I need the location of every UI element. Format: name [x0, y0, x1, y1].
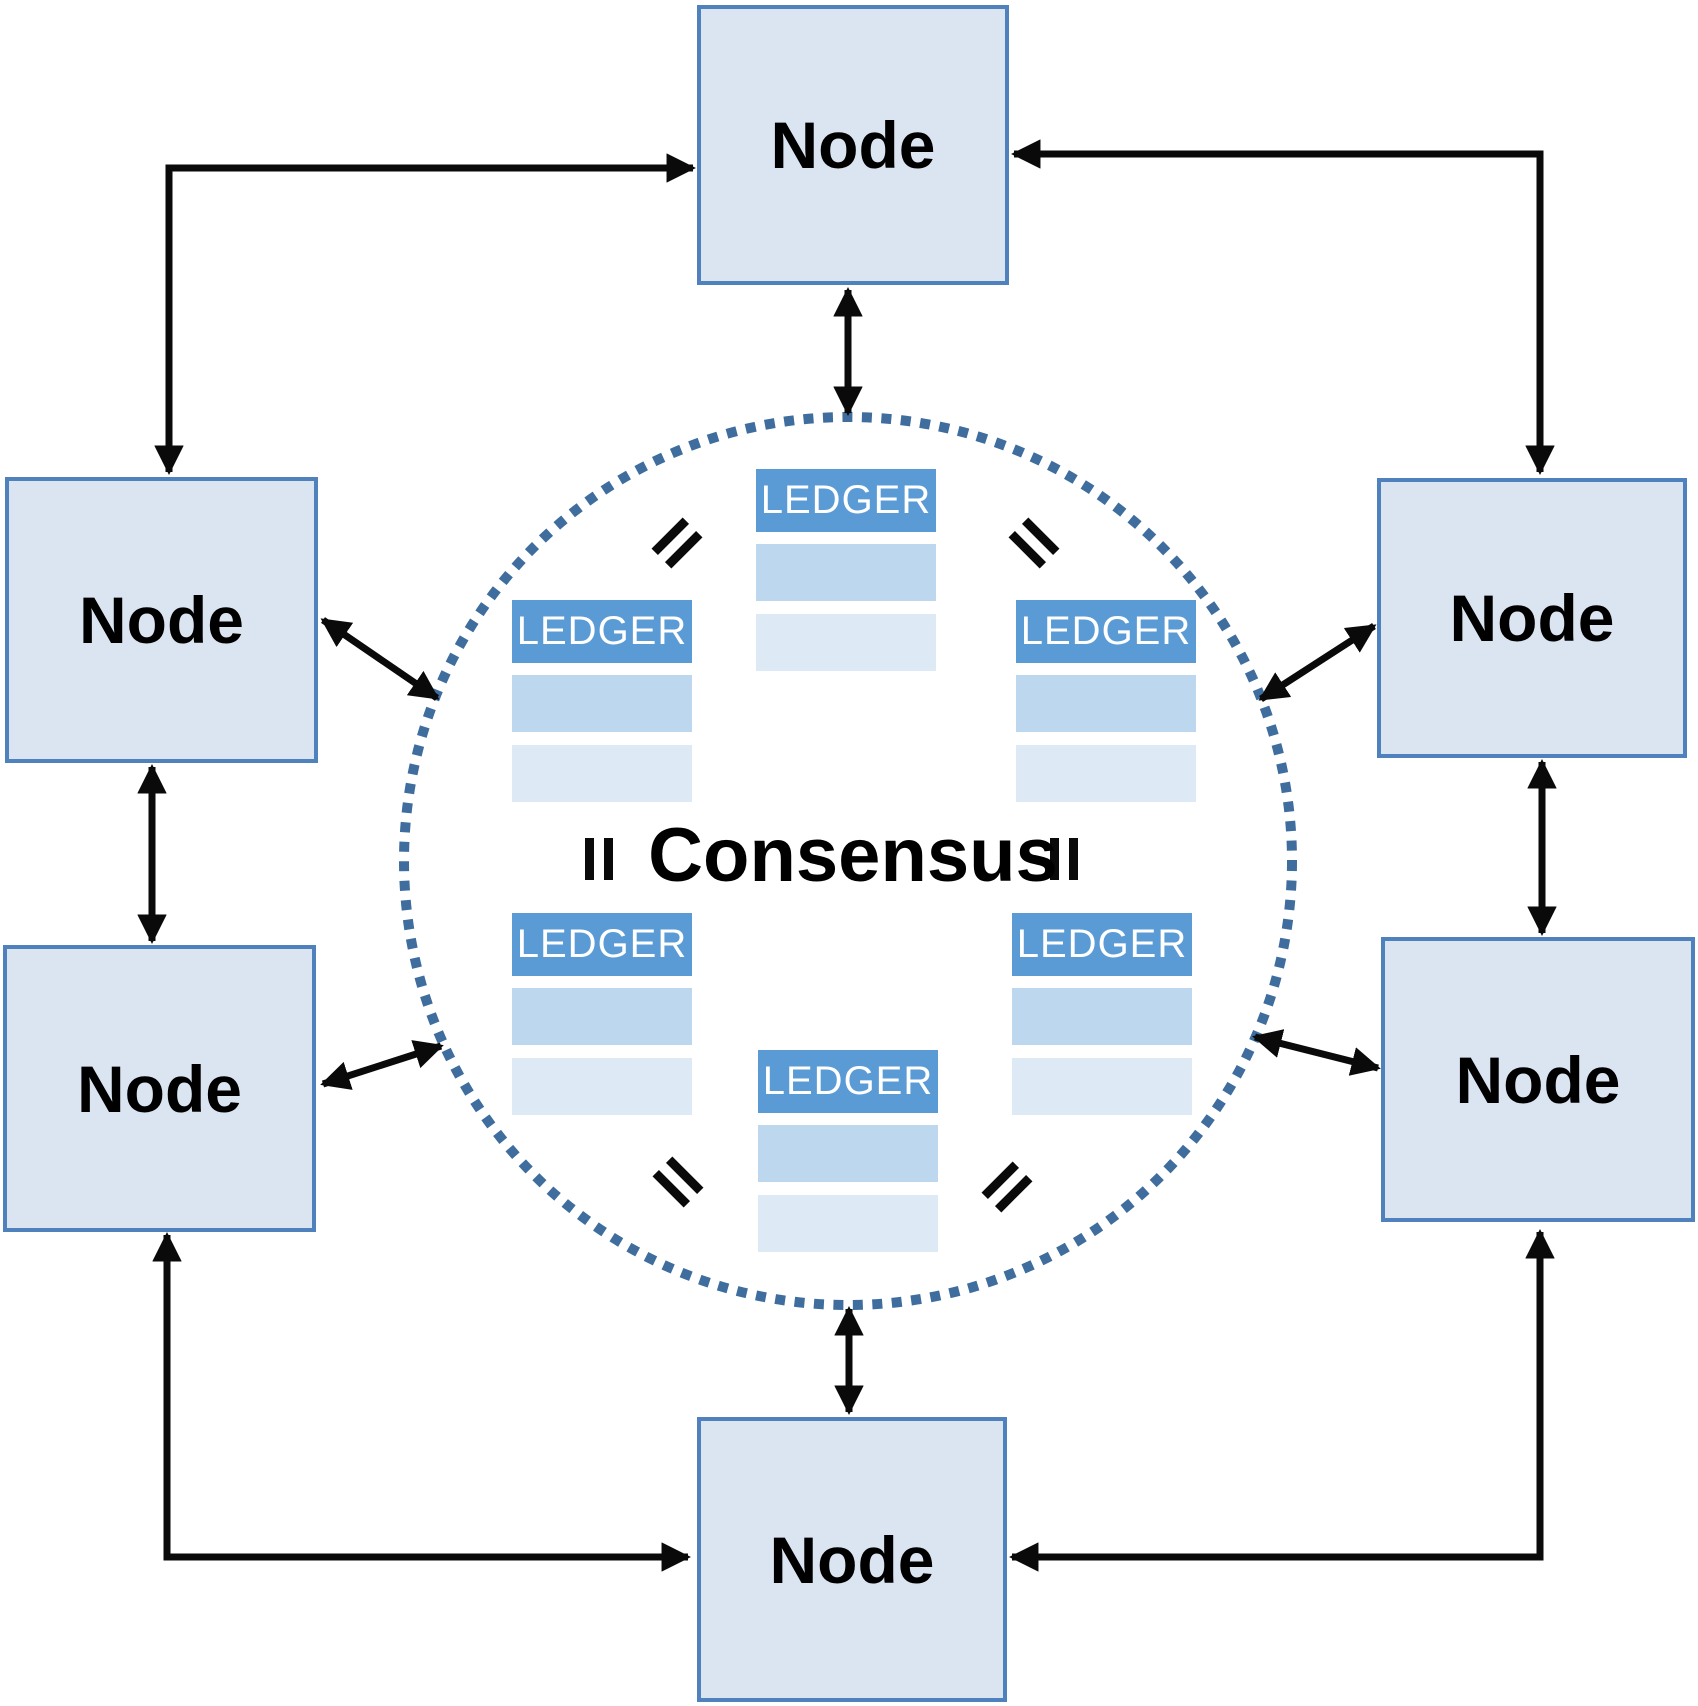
node-label: Node	[769, 1522, 935, 1597]
arrow-elbow-top-right	[1011, 139, 1555, 475]
node-box-bottom: Node	[697, 1417, 1007, 1702]
consensus-circle	[399, 412, 1297, 1310]
equals-icon	[585, 838, 613, 880]
arrow-elbow-top-left	[154, 153, 696, 475]
node-label: Node	[77, 1051, 242, 1126]
ledger-row	[512, 675, 692, 732]
ledger-title: LEDGER	[756, 469, 936, 532]
node-box-top: Node	[697, 5, 1009, 285]
node-box-upper-right: Node	[1377, 478, 1687, 758]
consensus-title: Consensus	[648, 813, 1058, 898]
ledger-stack-top-center: LEDGER	[756, 469, 936, 684]
ledger-title: LEDGER	[1016, 600, 1196, 663]
node-label: Node	[770, 108, 936, 182]
ledger-stack-lower-left: LEDGER	[512, 913, 692, 1128]
arrow-elbow-bottom-right	[1009, 1229, 1555, 1572]
ledger-row	[756, 614, 936, 671]
ledger-row	[512, 988, 692, 1045]
arrow-spoke-upper-left	[320, 617, 440, 701]
ledger-row	[758, 1125, 938, 1182]
arrow-spoke-lower-left	[320, 1040, 444, 1090]
node-label: Node	[1449, 581, 1615, 655]
ledger-stack-bottom-center: LEDGER	[758, 1050, 938, 1265]
arrow-elbow-bottom-left	[152, 1232, 691, 1572]
ledger-stack-upper-right: LEDGER	[1016, 600, 1196, 815]
ledger-row	[758, 1195, 938, 1252]
ledger-row	[512, 745, 692, 802]
node-box-upper-left: Node	[5, 477, 318, 763]
node-label: Node	[1455, 1042, 1621, 1117]
arrow-spoke-upper-right	[1258, 623, 1377, 702]
ledger-row	[1012, 988, 1192, 1045]
arrow-spoke-lower-right	[1252, 1029, 1381, 1076]
ledger-stack-lower-right: LEDGER	[1012, 913, 1192, 1128]
ledger-row	[1012, 1058, 1192, 1115]
node-label: Node	[79, 583, 244, 657]
ledger-title: LEDGER	[1012, 913, 1192, 976]
ledger-row	[756, 544, 936, 601]
node-box-lower-left: Node	[3, 945, 316, 1232]
ledger-title: LEDGER	[512, 913, 692, 976]
node-box-lower-right: Node	[1381, 937, 1695, 1222]
ledger-title: LEDGER	[512, 600, 692, 663]
ledger-row	[1016, 745, 1196, 802]
ledger-row	[1016, 675, 1196, 732]
ledger-stack-upper-left: LEDGER	[512, 600, 692, 815]
ledger-title: LEDGER	[758, 1050, 938, 1113]
ledger-row	[512, 1058, 692, 1115]
